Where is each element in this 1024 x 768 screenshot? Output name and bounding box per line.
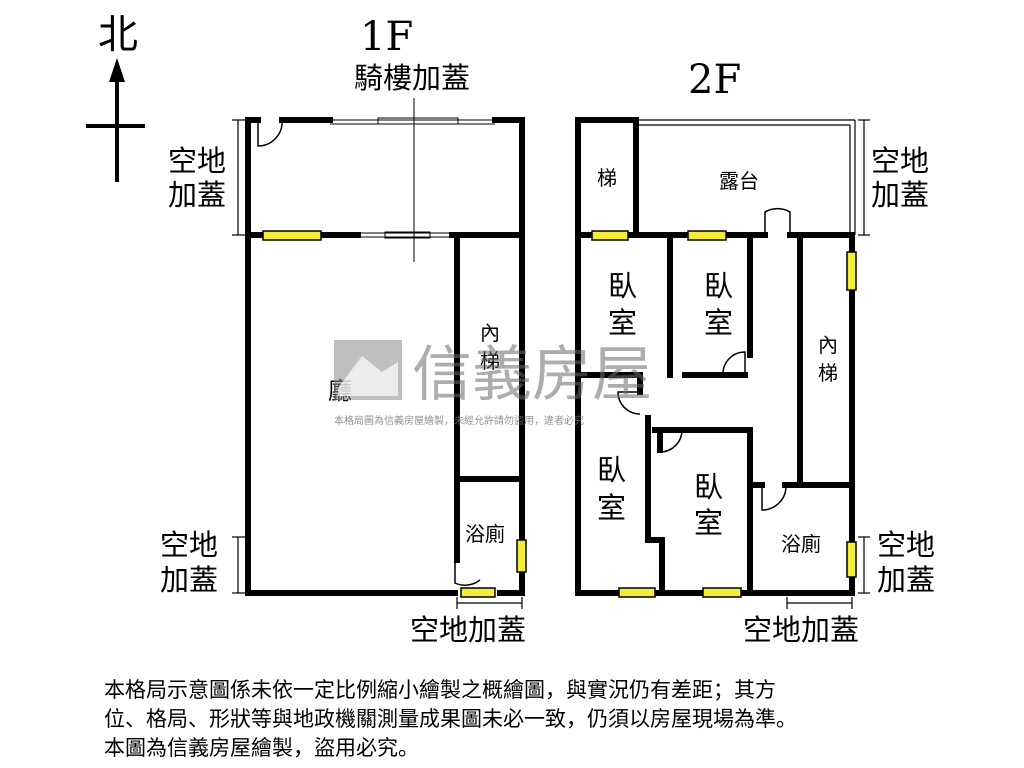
floor2-bedroom3-label-line1: 臥 — [597, 453, 626, 487]
window-icon — [262, 230, 322, 241]
floor2-yard-top-label-line2: 加蓋 — [871, 178, 929, 212]
floor2-stairs-label-line2: 梯 — [818, 361, 838, 385]
entrance-door-icon — [257, 119, 283, 147]
floor2-bedroom4-label-line2: 室 — [694, 506, 723, 540]
floor2-terrace-railing — [636, 119, 856, 235]
window-icon — [846, 541, 857, 578]
floor2-bedroom4-label-line1: 臥 — [694, 470, 723, 504]
floor2-title: 2F — [688, 57, 741, 103]
floor2-bathroom-label: 浴廁 — [781, 532, 821, 556]
floor1-yard-rear-label: 空地加蓋 — [410, 613, 526, 647]
floor2-bedroom2-label-line2: 室 — [704, 306, 733, 340]
floor2-bedroom1-label-line1: 臥 — [608, 269, 637, 303]
floor2-small-stairs-label: 梯 — [597, 166, 617, 190]
window-icon — [846, 251, 857, 291]
floor1-bathroom-label: 浴廁 — [465, 522, 505, 546]
watermark-brand-text: 信義房屋 — [412, 340, 652, 410]
floor2-windows — [591, 230, 857, 598]
window-icon — [687, 230, 727, 241]
floor1-doors — [257, 119, 481, 586]
floor2-yard-right-label-line1: 空地 — [877, 528, 935, 562]
disclaimer-line: 本圖為信義房屋繪製，盜用必究。 — [104, 736, 419, 760]
terrace-door-icon — [764, 207, 791, 235]
window-icon — [702, 587, 742, 598]
floor2-bedroom1-label-line2: 室 — [608, 306, 637, 340]
watermark: 信義房屋 本格局圖為信義房屋繪製，未經允許請勿盜用，違者必究 — [334, 340, 652, 427]
bedroom-door-icon — [617, 391, 641, 415]
floor2-yard-right-label-line2: 加蓋 — [877, 563, 935, 597]
brand-logo-icon — [334, 340, 402, 400]
floor2-yard-rear-label: 空地加蓋 — [743, 613, 859, 647]
window-icon — [591, 230, 629, 241]
floor2-doors — [617, 207, 791, 511]
floor2-bedroom2-label-line1: 臥 — [704, 269, 733, 303]
floor1-yard-bottom-label-line1: 空地 — [160, 528, 218, 562]
north-arrow-icon — [109, 58, 125, 82]
floor1-yard-bottom-label-line2: 加蓋 — [160, 563, 218, 597]
floor1-arcade-area — [330, 98, 495, 262]
window-icon — [618, 587, 656, 598]
floor1-windows — [262, 230, 527, 598]
disclaimer-line: 本格局示意圖係未依一定比例縮小繪製之概繪圖，與實況仍有差距；其方 — [104, 678, 776, 702]
bathroom-door-icon — [454, 560, 481, 586]
floor2-bedroom3-label-line2: 室 — [597, 491, 626, 525]
floor2-yard-top-label-line1: 空地 — [871, 144, 929, 178]
floor1-stairs-label-line1: 內 — [480, 321, 500, 345]
window-icon — [516, 539, 527, 573]
bedroom-door-icon — [659, 429, 683, 453]
floor2-terrace-label: 露台 — [719, 169, 759, 193]
floor1-stairs-label-line2: 梯 — [480, 349, 500, 373]
floor2-plan: 2F — [575, 57, 935, 647]
watermark-notice-text: 本格局圖為信義房屋繪製，未經允許請勿盜用，違者必究 — [334, 414, 584, 427]
floor2-stairs-label-line1: 內 — [818, 333, 838, 357]
compass-north-label: 北 — [98, 12, 138, 58]
window-icon — [460, 587, 496, 598]
bathroom-door-icon — [761, 485, 787, 511]
floor1-arcade-label: 騎樓加蓋 — [354, 61, 470, 95]
compass: 北 — [86, 12, 145, 182]
bedroom-door-icon — [722, 351, 746, 376]
floor1-walls — [245, 117, 525, 596]
floor1-title: 1F — [360, 14, 413, 60]
floor1-yard-top-label-line1: 空地 — [168, 144, 226, 178]
disclaimer-line: 位、格局、形狀等與地政機關測量成果圖未必一致，仍須以房屋現場為準。 — [104, 707, 797, 731]
floor1-yard-top-label-line2: 加蓋 — [168, 178, 226, 212]
floor1-dimension-lines — [232, 119, 523, 609]
floor1-plan: 1F 騎樓加蓋 — [160, 14, 527, 647]
floor2-dimension-lines — [786, 119, 870, 609]
disclaimer-notes: 本格局示意圖係未依一定比例縮小繪製之概繪圖，與實況仍有差距；其方 位、格局、形狀… — [104, 676, 964, 763]
